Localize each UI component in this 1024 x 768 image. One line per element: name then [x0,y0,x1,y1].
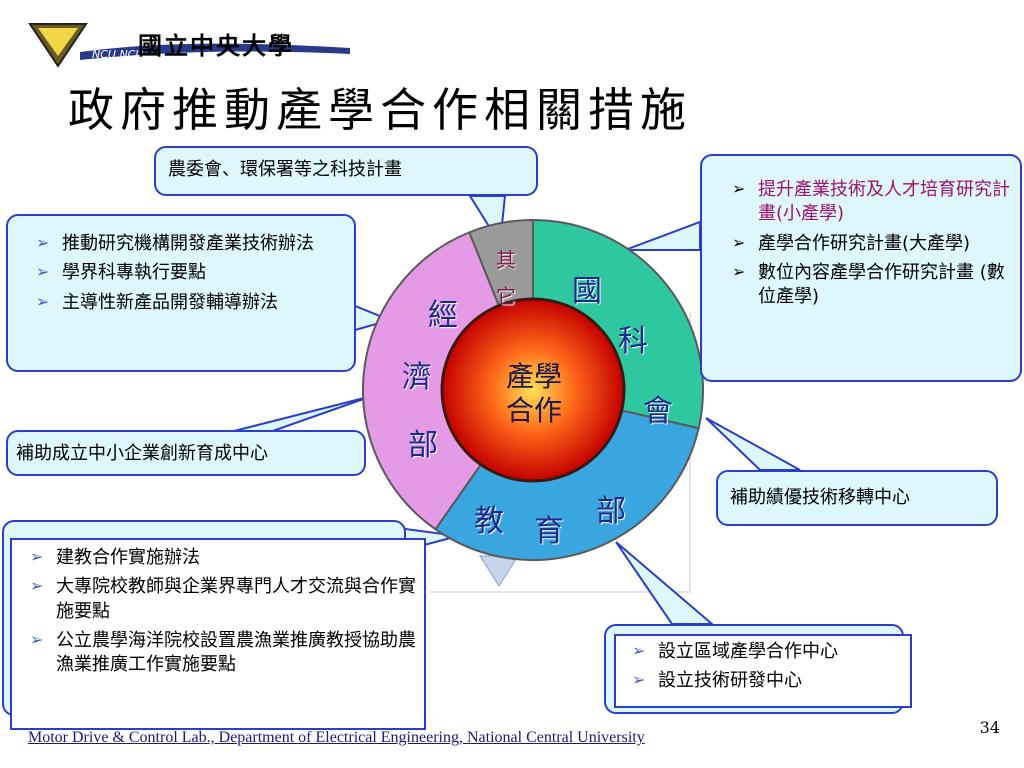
segment-label-other-1: 其 [496,248,516,272]
footer-text: Motor Drive & Control Lab., Department o… [28,729,645,746]
segment-label-other-2: 它 [496,284,516,308]
centers-item: 設立區域產學合作中心 [628,640,902,664]
segment-label-moea-1: 經 [428,298,458,333]
segment-label-moea-2: 濟 [402,360,432,395]
segment-label-nsc-2: 科 [618,324,648,359]
page-title: 政府推動產學合作相關措施 [68,83,692,137]
pointer-centers [615,541,715,625]
university-name: 國立中央大學 [138,31,294,60]
shield-inner-icon [38,28,78,56]
tech-transfer-text: 補助績優技術移轉中心 [730,487,910,508]
moe-item: 建教合作實施辦法 [26,546,416,570]
pointer-nsc [624,220,701,251]
segment-label-nsc-3: 會 [643,394,673,429]
university-logo: NCU NCU [28,23,350,68]
segment-label-moe-1: 教 [474,504,504,539]
callout-moea: 推動研究機構開發產業技術辦法 學界科專執行要點 主導性新產品開發輔導辦法 [6,214,356,372]
page-number: 34 [979,718,1000,737]
pointer-incubator [229,395,373,433]
incubator-text: 補助成立中小企業創新育成中心 [16,443,268,464]
segment-label-nsc-1: 國 [572,274,602,309]
other-agencies-text: 農委會、環保署等之科技計畫 [168,159,402,180]
pointer-transfer [705,417,801,471]
nsc-item: 產學合作研究計畫(大產學) [728,232,1010,256]
centers-item: 設立技術研發中心 [628,669,902,693]
nsc-item: 數位內容產學合作研究計畫 (數位產學) [728,261,1010,310]
swoosh-icon [80,43,350,60]
callout-moe: 建教合作實施辦法 大專院校教師與企業界專門人才交流與合作實施要點 公立農學海洋院… [10,538,426,730]
moe-item: 公立農學海洋院校設置農漁業推廣教授協助農漁業推廣工作實施要點 [26,629,416,678]
logo-text: NCU NCU [92,48,143,61]
moea-item: 推動研究機構開發產業技術辦法 [32,232,344,256]
wheel-ring [362,218,704,561]
callout-centers: 設立區域產學合作中心 設立技術研發中心 [614,634,912,708]
moe-item: 大專院校教師與企業界專門人才交流與合作實施要點 [26,575,416,624]
callout-incubator: 補助成立中小企業創新育成中心 [6,430,366,476]
segment-label-moea-3: 部 [408,428,438,463]
wheel-center-label: 產學合作 [505,360,562,427]
segment-label-moe-2: 育 [534,514,564,549]
down-arrow-icon [479,555,519,587]
callout-tech-transfer: 補助績優技術移轉中心 [716,470,998,526]
nsc-item: 提升產業技術及人才培育研究計畫(小產學) [728,178,1010,227]
moea-item: 主導性新產品開發輔導辦法 [32,291,344,315]
center-core [440,297,626,483]
callout-nsc: 提升產業技術及人才培育研究計畫(小產學) 產學合作研究計畫(大產學) 數位內容產… [700,154,1022,382]
callout-other-agencies: 農委會、環保署等之科技計畫 [154,146,538,196]
moea-item: 學界科專執行要點 [32,261,344,285]
segment-label-moe-3: 部 [596,494,626,529]
